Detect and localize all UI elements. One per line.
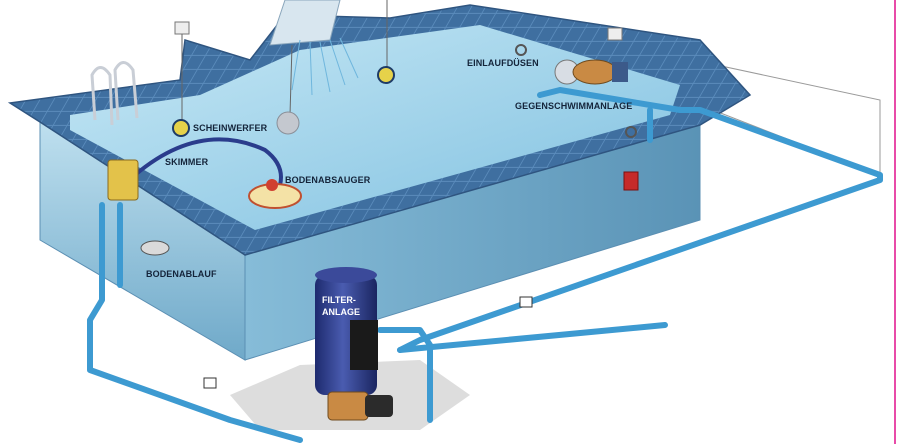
valve-1	[519, 296, 533, 308]
label-einlaufduesen: EINLAUFDÜSEN	[467, 58, 539, 68]
control-box	[623, 171, 639, 191]
label-skimmer: SKIMMER	[165, 157, 209, 167]
junction-box-left	[174, 21, 190, 35]
skimmer-unit	[107, 159, 139, 201]
label-bodenablauf: BODENABLAUF	[146, 269, 217, 279]
water-spray	[291, 37, 359, 96]
pool-ladder	[90, 61, 139, 126]
scheinwerfer-lamp	[172, 119, 190, 137]
waterfall-spout	[269, 0, 341, 46]
gegenschwimmanlage-unit	[554, 59, 628, 85]
bodenablauf-grate	[140, 240, 170, 256]
label-filter-anlage: FILTER- ANLAGE	[322, 294, 360, 318]
inlet-nozzle-2	[625, 126, 637, 138]
circulation-pump	[327, 391, 393, 421]
label-scheinwerfer: SCHEINWERFER	[193, 123, 268, 133]
junction-box-right	[607, 27, 623, 41]
ball-float	[276, 111, 300, 135]
filter-anlage-tank	[315, 267, 378, 395]
valve-2	[203, 377, 217, 389]
lamp-2	[377, 66, 395, 84]
label-filter-line2: ANLAGE	[322, 307, 360, 317]
inlet-nozzle-1	[515, 44, 527, 56]
pipe-network	[87, 87, 883, 443]
skimmer-hose	[133, 137, 283, 186]
label-bodenabsauger: BODENABSAUGER	[285, 175, 371, 185]
water-surface	[70, 25, 680, 230]
label-filter-line1: FILTER-	[322, 295, 356, 305]
label-gegenschwimmanlage: GEGENSCHWIMMANLAGE	[515, 101, 633, 111]
